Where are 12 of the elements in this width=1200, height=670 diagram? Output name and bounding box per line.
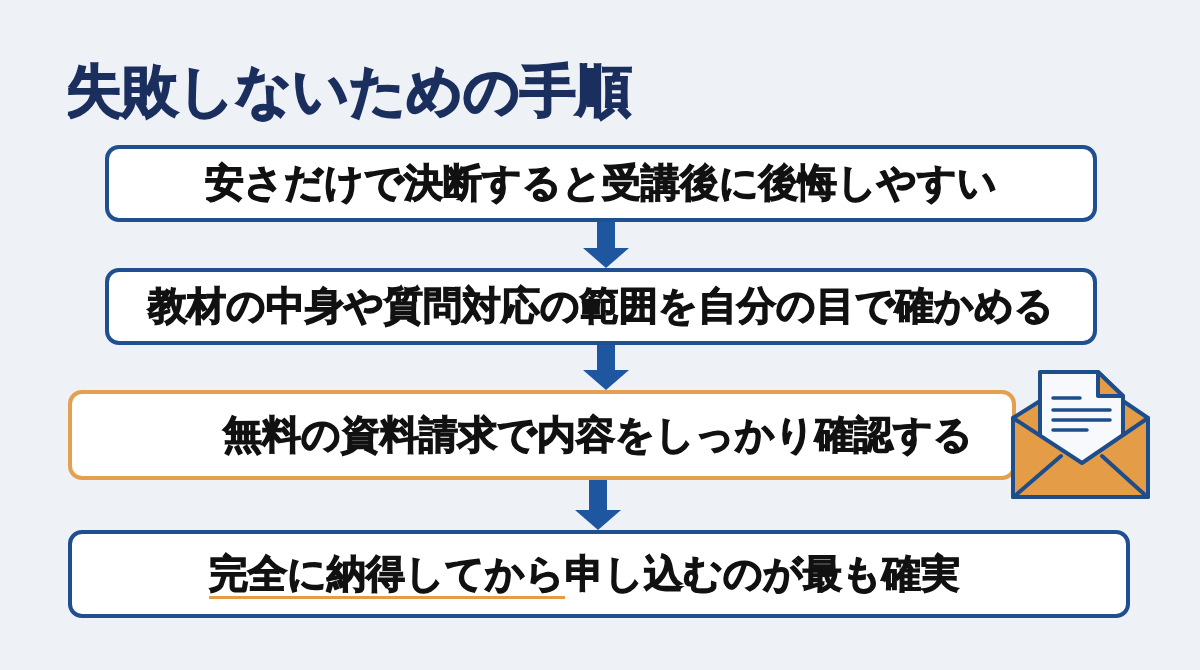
arrow [583, 345, 629, 390]
step-text: 教材の中身や質問対応の範囲を自分の目で確かめる [148, 286, 1054, 327]
arrow [583, 222, 629, 268]
process-box [68, 530, 1130, 618]
process-box [68, 390, 1016, 480]
process-box [105, 145, 1097, 222]
arrow [575, 480, 621, 530]
process-box [105, 268, 1097, 345]
step-text: 安さだけで決断すると受講後に後悔しやすい [205, 163, 997, 204]
step-text: 無料の資料請求で内容をしっかり確認する [223, 414, 973, 456]
title: 失敗しないための手順 [66, 60, 632, 122]
step-text: 完全に納得してから申し込むのが最も確実 [208, 553, 960, 595]
